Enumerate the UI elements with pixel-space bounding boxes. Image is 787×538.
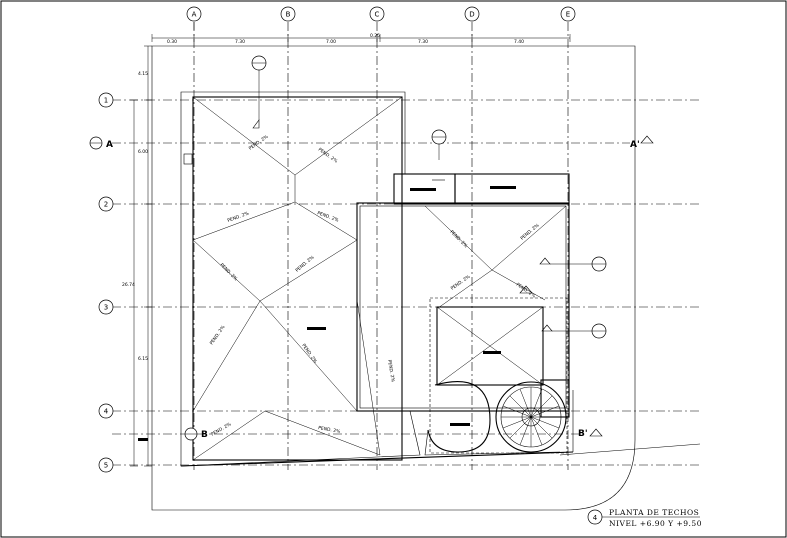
- grid-bubble-5: 5: [98, 457, 114, 473]
- elevation-marker-2: [431, 129, 447, 160]
- left-roof-block: [180, 91, 421, 467]
- svg-text:A: A: [192, 11, 197, 19]
- grid-lines: [112, 22, 700, 470]
- column-marker: [183, 153, 193, 165]
- dim-top-0: 0.30: [167, 39, 177, 45]
- slope-labels: PEND. 2% PEND. 2% PEND. 2% PEND. 2% PEND…: [209, 133, 541, 437]
- grid-bubble-c: C: [369, 6, 385, 22]
- svg-text:4: 4: [593, 514, 598, 522]
- title-line-2: NIVEL +6.90 Y +9.50: [609, 519, 702, 528]
- title-line-1: PLANTA DE TECHOS: [609, 508, 699, 517]
- level-marker: [138, 438, 148, 441]
- svg-text:3: 3: [104, 304, 108, 312]
- dim-top-1: 7.30: [235, 39, 245, 45]
- svg-text:PEND. 2%: PEND. 2%: [219, 262, 240, 283]
- grid-bubble-4: 4: [98, 403, 114, 419]
- section-marker-b-right: B': [578, 428, 603, 439]
- top-dimension-line: [151, 34, 571, 42]
- left-dimension-line: [130, 45, 152, 467]
- svg-text:A': A': [630, 140, 640, 150]
- right-roof-block: [356, 202, 570, 454]
- dim-top-2: 7.00: [326, 39, 336, 45]
- dim-left-1: 6.00: [138, 149, 148, 155]
- svg-text:PEND. 2%: PEND. 2%: [227, 210, 251, 224]
- elevation-marker-1: [251, 55, 267, 129]
- dim-left-0: 4.15: [138, 71, 148, 77]
- grid-bubble-b: B: [280, 6, 296, 22]
- street-line: [559, 443, 701, 456]
- svg-text:4: 4: [104, 408, 109, 416]
- grid-bubble-1: 1: [98, 92, 114, 108]
- grid-bubble-2: 2: [98, 196, 114, 212]
- svg-text:2: 2: [104, 201, 108, 209]
- roof-hatch-label-1: [307, 327, 326, 330]
- svg-text:PEND. 2%: PEND. 2%: [318, 425, 342, 435]
- svg-text:C: C: [375, 11, 380, 19]
- svg-text:PEND. 2%: PEND. 2%: [317, 147, 339, 165]
- svg-text:E: E: [566, 11, 570, 19]
- elevation-marker-4: [541, 323, 607, 339]
- dim-top-3: 0.25: [370, 33, 380, 39]
- grid-bubble-a: A: [186, 6, 202, 30]
- section-marker-a-right: A': [630, 135, 654, 150]
- svg-text:PEND. 2%: PEND. 2%: [209, 324, 227, 346]
- svg-text:PEND. 2%: PEND. 2%: [515, 282, 537, 300]
- property-boundary: [151, 45, 636, 511]
- svg-text:B': B': [578, 429, 588, 439]
- svg-text:A: A: [106, 140, 113, 150]
- svg-text:PEND. 2%: PEND. 2%: [450, 273, 472, 291]
- elevation-marker-5: [519, 285, 533, 294]
- building-bottom-edge: [180, 451, 574, 467]
- section-marker-a-left: A: [89, 136, 113, 150]
- spiral-stair: [424, 379, 570, 456]
- roof-boxes-top: [393, 173, 570, 205]
- svg-text:PEND. 2%: PEND. 2%: [449, 229, 470, 250]
- dim-top-5: 7.40: [514, 39, 524, 45]
- svg-text:PEND. 2%: PEND. 2%: [316, 210, 340, 224]
- dim-left-2: 26.74: [122, 282, 135, 288]
- grid-bubble-d: D: [464, 6, 480, 22]
- svg-text:PEND. 2%: PEND. 2%: [300, 343, 318, 365]
- grid-bubble-3: 3: [98, 299, 114, 315]
- svg-text:PEND. 2%: PEND. 2%: [386, 359, 396, 383]
- section-marker-b-left: B: [184, 427, 208, 441]
- svg-text:5: 5: [104, 462, 108, 470]
- grid-bubble-e: E: [560, 6, 576, 22]
- svg-text:PEND. 2%: PEND. 2%: [519, 222, 541, 241]
- svg-text:PEND. 2%: PEND. 2%: [294, 254, 316, 273]
- svg-text:PEND. 2%: PEND. 2%: [248, 133, 270, 151]
- title-block: 4 PLANTA DE TECHOS NIVEL +6.90 Y +9.50: [587, 508, 702, 528]
- dim-top-4: 7.30: [418, 39, 428, 45]
- svg-text:1: 1: [104, 97, 108, 105]
- dim-left-3: 6.15: [138, 356, 148, 362]
- svg-text:B: B: [286, 11, 291, 19]
- elevation-marker-3: [539, 256, 607, 272]
- svg-text:D: D: [469, 11, 474, 19]
- svg-text:B: B: [201, 430, 208, 440]
